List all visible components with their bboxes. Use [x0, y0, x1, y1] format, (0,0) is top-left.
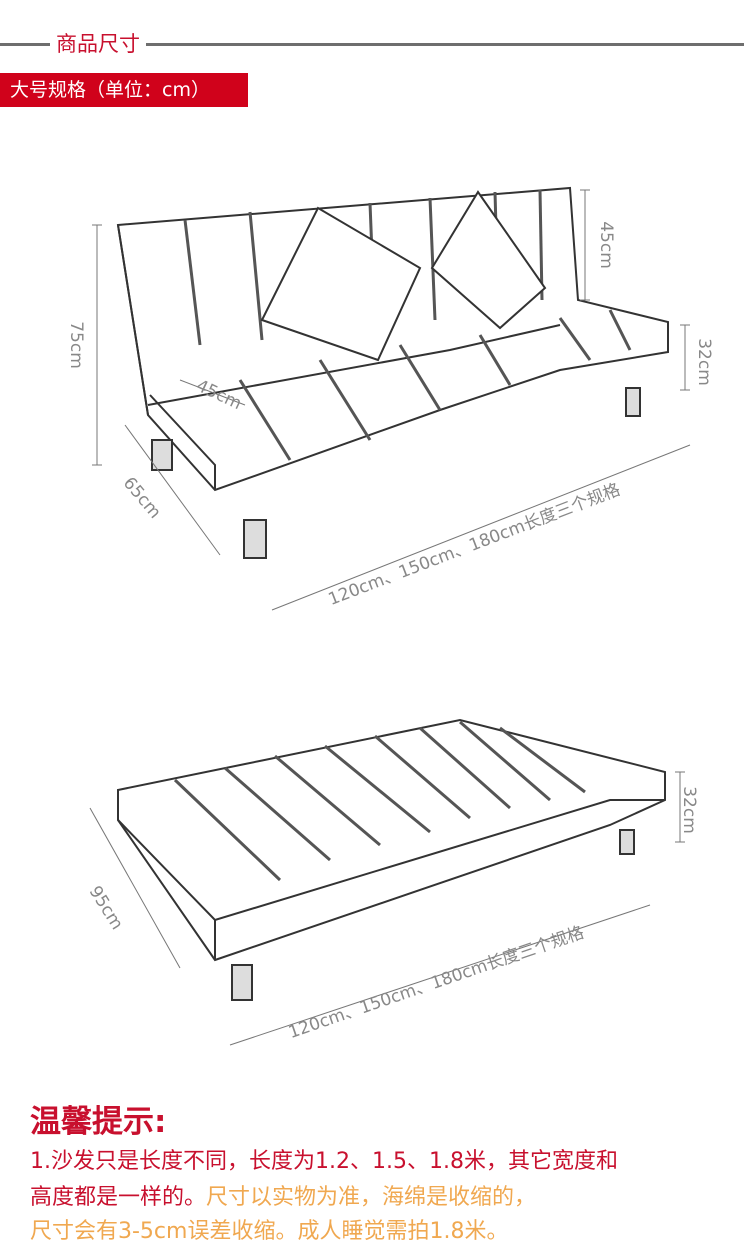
tip-line-2: 高度都是一样的。尺寸以实物为准，海绵是收缩的， [30, 1180, 536, 1216]
seat-height-label: 32cm [693, 338, 714, 386]
sofa-bed-drawing [89, 718, 685, 1046]
tips-title: 温馨提示: [30, 1104, 167, 1140]
header-divider [0, 43, 744, 46]
total-height-label: 75cm [65, 321, 86, 369]
tip-line-3: 尺寸会有3-5cm误差收缩。成人睡觉需拍1.8米。 [30, 1219, 509, 1244]
back-height-label: 45cm [595, 221, 616, 269]
tip-line-2-red: 高度都是一样的。 [30, 1185, 207, 1210]
tip-line-1: 1.沙发只是长度不同，长度为1.2、1.5、1.8米，其它宽度和 [30, 1149, 618, 1174]
sofa-upright-drawing [92, 186, 691, 611]
tip-line-2-orange: 尺寸以实物为准，海绵是收缩的， [206, 1185, 537, 1210]
spec-badge: 大号规格（单位：cm） [0, 73, 248, 107]
bed-seat-height-label: 32cm [678, 786, 699, 834]
section-title: 商品尺寸 [50, 30, 146, 58]
sofa-sketches [89, 186, 691, 1046]
